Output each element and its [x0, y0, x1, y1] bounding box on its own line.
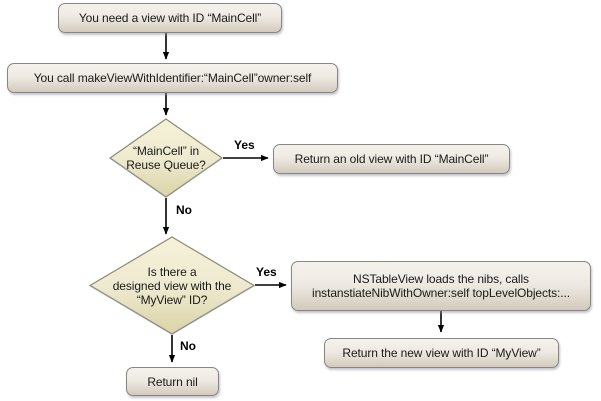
node-call-makeview[interactable]: You call makeViewWithIdentifier:“MainCel… — [7, 63, 338, 93]
edge-label-reuse-yes: Yes — [234, 138, 255, 152]
edge-label-reuse-no: No — [176, 203, 192, 217]
node-loads-nibs-line1: NSTableView loads the nibs, calls — [353, 272, 529, 286]
decision-designed-view-label: Is there a designed view with the “MyVie… — [88, 265, 256, 307]
node-return-nil-label: Return nil — [147, 374, 198, 389]
node-return-old-view[interactable]: Return an old view with ID “MainCell” — [273, 144, 510, 174]
node-loads-nibs-line2: instanstiateNibWithOwner:self topLevelOb… — [312, 286, 570, 300]
decision-reuse-queue-shape — [108, 118, 224, 198]
decision-reuse-queue-line1: “MainCell” in — [132, 144, 200, 158]
decision-designed-view-shape — [88, 236, 256, 335]
decision-designed-view-line3: “MyView” ID? — [136, 292, 208, 307]
node-start-label: You need a view with ID “MainCell” — [78, 11, 262, 25]
edge-label-designed-no: No — [180, 339, 196, 353]
edge-label-designed-yes: Yes — [256, 265, 277, 279]
decision-reuse-queue-line2: Reuse Queue? — [126, 158, 206, 172]
node-start[interactable]: You need a view with ID “MainCell” — [58, 3, 282, 33]
node-return-new-view[interactable]: Return the new view with ID “MyView” — [324, 338, 559, 368]
node-loads-nibs-text: NSTableView loads the nibs, calls instan… — [300, 272, 582, 300]
node-return-new-view-label: Return the new view with ID “MyView” — [342, 346, 541, 360]
decision-reuse-queue[interactable]: “MainCell” in Reuse Queue? — [108, 117, 224, 199]
node-return-old-view-label: Return an old view with ID “MainCell” — [294, 152, 489, 166]
node-return-nil[interactable]: Return nil — [126, 367, 219, 396]
decision-reuse-queue-label: “MainCell” in Reuse Queue? — [108, 144, 224, 172]
decision-designed-view[interactable]: Is there a designed view with the “MyVie… — [88, 235, 256, 336]
node-loads-nibs[interactable]: NSTableView loads the nibs, calls instan… — [291, 261, 591, 311]
node-call-makeview-label: You call makeViewWithIdentifier:“MainCel… — [33, 71, 312, 85]
decision-designed-view-line1: Is there a — [147, 264, 197, 279]
decision-designed-view-line2: designed view with the — [112, 278, 232, 293]
